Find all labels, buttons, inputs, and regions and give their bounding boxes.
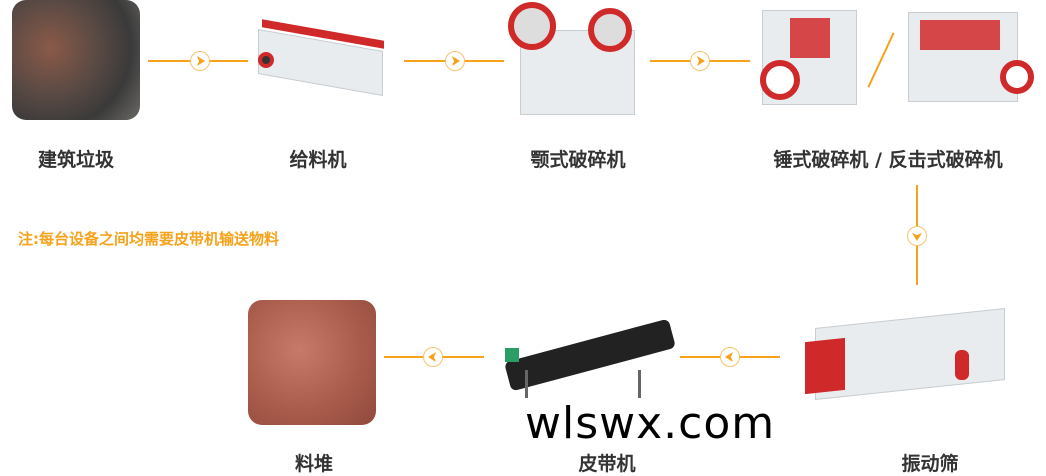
label-feeder: 给料机 bbox=[289, 149, 347, 171]
arrow-right-icon bbox=[445, 51, 465, 71]
material-pile-image bbox=[248, 300, 376, 425]
arrow-left-icon bbox=[423, 347, 443, 367]
note-text: 注:每台设备之间均需要皮带机输送物料 bbox=[18, 230, 280, 248]
arrow-down-icon bbox=[907, 226, 927, 246]
label-construction-waste: 建筑垃圾 bbox=[37, 149, 115, 171]
label-hammer-impact-crusher: 锤式破碎机 / 反击式破碎机 bbox=[773, 149, 1003, 171]
label-material-pile: 料堆 bbox=[294, 453, 334, 475]
arrow-left-icon bbox=[720, 347, 740, 367]
watermark: wlswx.com bbox=[525, 398, 776, 449]
label-jaw-crusher: 颚式破碎机 bbox=[530, 149, 626, 171]
divider-slash bbox=[867, 32, 895, 88]
arrow-right-icon bbox=[190, 51, 210, 71]
construction-waste-image bbox=[12, 0, 140, 120]
arrow-right-icon bbox=[690, 51, 710, 71]
label-vibrating-screen: 振动筛 bbox=[901, 453, 959, 475]
label-belt-conveyor: 皮带机 bbox=[578, 453, 636, 475]
